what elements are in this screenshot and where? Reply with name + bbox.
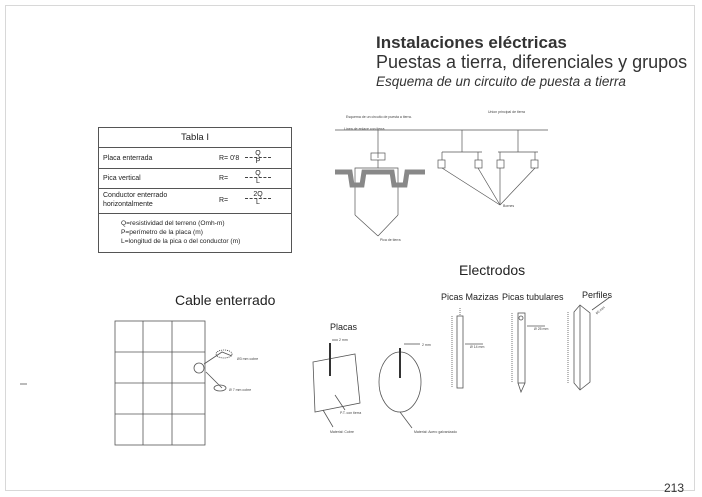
table-row: Pica vertical R= Q L: [99, 169, 291, 189]
bornes-label: Bornes: [503, 204, 514, 208]
fraction: Q P: [245, 150, 271, 165]
perfiles-label: Perfiles: [582, 290, 613, 300]
cable-note-1: Ø3 mm cobre: [237, 357, 258, 361]
note-line: P=perímetro de la placa (m): [121, 229, 203, 236]
pica-label: Pica de tierra: [380, 238, 401, 242]
perfil-dim: 60 mm: [595, 305, 606, 315]
material-cobre: Material: Cobre: [330, 430, 354, 434]
cable-note-2: Ø 7 mm cobre: [229, 388, 251, 392]
row-formula: R=: [219, 175, 229, 182]
page-frame: [5, 5, 695, 491]
row-formula: R= 0'8: [219, 155, 240, 162]
grounding-schematic: Esquema de un circuito de puesta a tierr…: [335, 110, 548, 242]
perfil-drawing: 60 mm: [567, 296, 611, 391]
pica-dim: Ø 14 mm: [470, 345, 484, 349]
page-subtitle: Puestas a tierra, diferenciales y grupos: [376, 52, 688, 72]
note-line: Q=resistividad del terreno (Omh-m): [121, 220, 225, 227]
pica-tubular-drawing: Ø 25 mm: [511, 312, 548, 394]
pt-label: P.T. con tierra: [340, 411, 361, 415]
placa-dim-2: 2 mm: [422, 343, 431, 347]
page-caption: Esquema de un circuito de puesta a tierr…: [376, 74, 626, 89]
page-number: 213: [663, 481, 684, 495]
schematic-caption: Esquema de un circuito de puesta a tierr…: [346, 115, 412, 119]
placas-drawing: 2 mm 2 mm P.T. con tierra Material: Cobr…: [312, 338, 457, 434]
table-notes: Q=resistividad del terreno (Omh-m) P=per…: [121, 219, 240, 246]
electrodos-title: Electrodos: [459, 262, 526, 278]
picas-mazizas-label: Picas Mazizas: [441, 292, 499, 302]
cable-grid: Ø3 mm cobre Ø 7 mm cobre: [114, 320, 258, 446]
fraction: 2Q L: [245, 191, 271, 206]
table-row: Placa enterrada R= 0'8 Q P: [99, 148, 291, 169]
union-label: Union principal de tierra: [488, 110, 525, 114]
placa-dim: 2 mm: [339, 338, 348, 342]
pica-maziza-drawing: Ø 14 mm: [451, 308, 484, 389]
placas-label: Placas: [330, 322, 358, 332]
fraction: Q L: [245, 170, 271, 185]
row-label-2: horizontalmente: [103, 201, 153, 208]
material-acero: Material: Acero galvanizado: [414, 430, 457, 434]
picas-tubulares-label: Picas tubulares: [502, 292, 564, 302]
note-line: L=longitud de la pica o del conductor (m…: [121, 238, 241, 245]
cable-title: Cable enterrado: [175, 292, 276, 308]
tubular-dim: Ø 25 mm: [534, 327, 548, 331]
row-label: Conductor enterrado: [103, 192, 168, 199]
table-title: Tabla I: [99, 128, 291, 148]
row-label: Placa enterrada: [103, 155, 153, 162]
row-formula: R=: [219, 197, 229, 204]
formula-table: Tabla I Placa enterrada R= 0'8 Q P Pica …: [98, 127, 292, 253]
page-title: Instalaciones eléctricas: [376, 33, 567, 52]
table-row: Conductor enterrado horizontalmente R= 2…: [99, 189, 291, 214]
linea-label: Línea de enlace con tierra: [344, 127, 385, 131]
row-label: Pica vertical: [103, 175, 141, 182]
